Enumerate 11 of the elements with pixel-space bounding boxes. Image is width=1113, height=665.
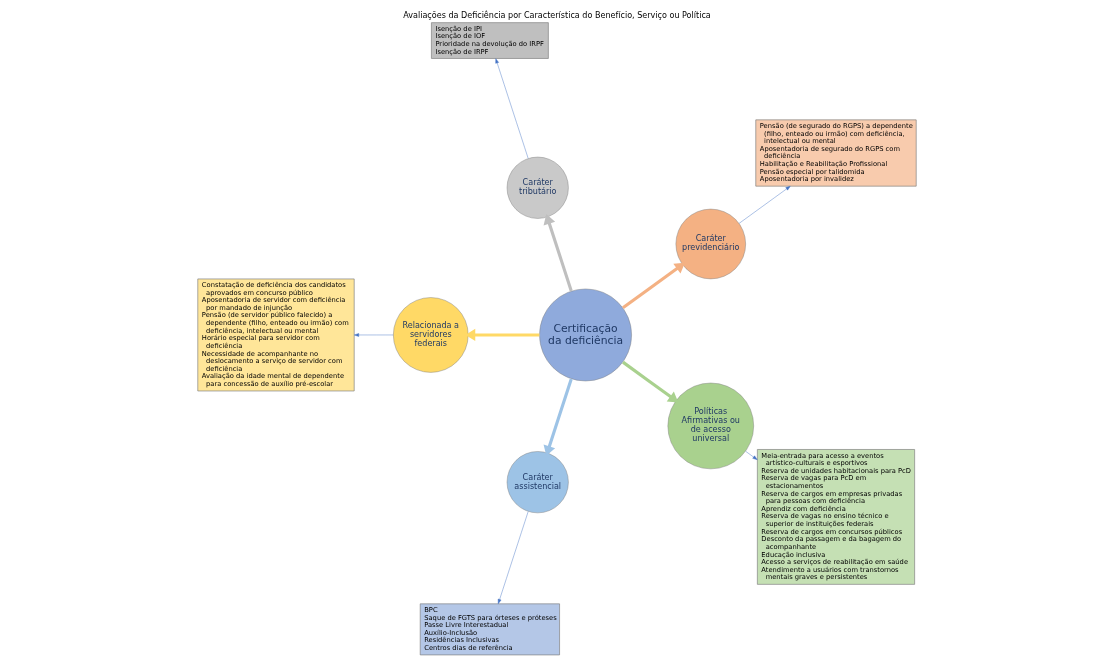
arrow xyxy=(494,58,528,159)
arrow xyxy=(543,378,573,456)
arrow xyxy=(621,360,678,403)
arrow xyxy=(497,511,528,604)
arrow xyxy=(744,451,757,460)
node-circle: Certificação da deficiência xyxy=(538,288,632,382)
arrow xyxy=(353,333,394,337)
arrow xyxy=(738,186,790,224)
arrow xyxy=(543,214,573,292)
arrow xyxy=(621,262,685,310)
arrow xyxy=(464,328,539,342)
